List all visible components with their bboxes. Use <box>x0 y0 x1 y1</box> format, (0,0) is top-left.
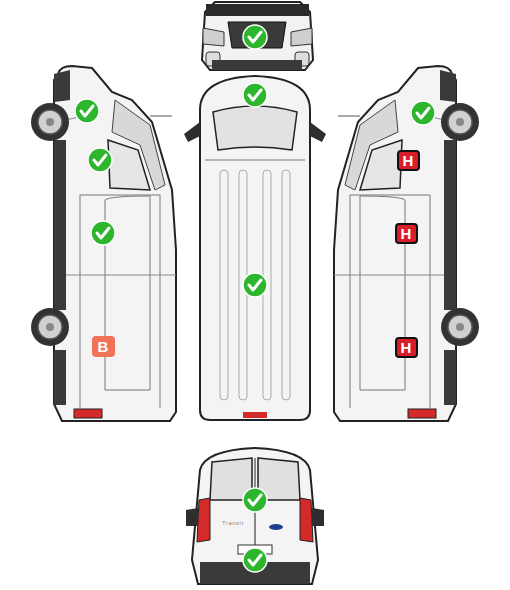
left-side-view <box>31 66 176 421</box>
damage-code: B <box>98 339 109 354</box>
top-view <box>184 76 326 420</box>
damage-badge: H <box>395 223 418 244</box>
damage-code: H <box>401 226 412 241</box>
damage-code: H <box>403 153 414 168</box>
damage-badge: H <box>397 150 420 171</box>
rear-view <box>186 448 324 584</box>
model-badge: Transit <box>222 520 244 526</box>
damage-badge: H <box>395 337 418 358</box>
damage-badge: B <box>92 336 115 357</box>
right-side-view <box>334 66 479 421</box>
front-view <box>202 2 313 70</box>
damage-code: H <box>401 340 412 355</box>
